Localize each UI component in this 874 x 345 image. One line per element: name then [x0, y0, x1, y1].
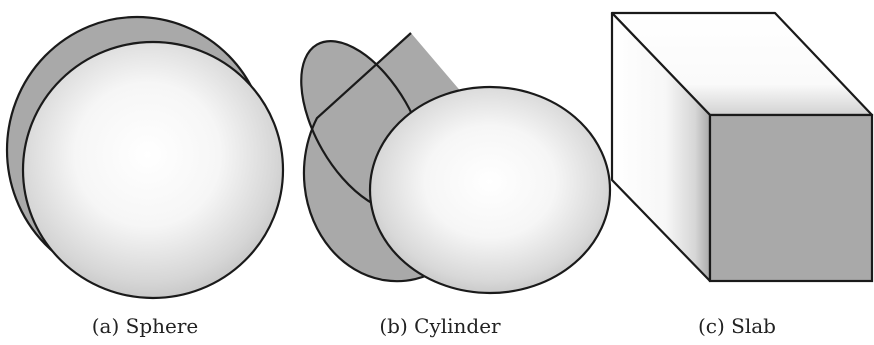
caption-sphere: (a) Sphere: [91, 314, 199, 338]
sphere-front-face: [21, 40, 285, 300]
cylinder-drawing: [300, 32, 612, 295]
panel-cylinder: (b) Cylinder: [300, 0, 612, 345]
slab-drawing: [610, 11, 874, 283]
sphere-drawing: [5, 15, 285, 300]
caption-slab: (c) Slab: [698, 314, 776, 338]
panel-sphere: (a) Sphere: [0, 0, 290, 345]
caption-cylinder: (b) Cylinder: [379, 314, 501, 338]
cylinder-side-outline: [302, 32, 539, 283]
slab-front-face: [708, 113, 874, 283]
cylinder-front-face: [368, 85, 612, 295]
panel-slab: (c) Slab: [600, 0, 874, 345]
